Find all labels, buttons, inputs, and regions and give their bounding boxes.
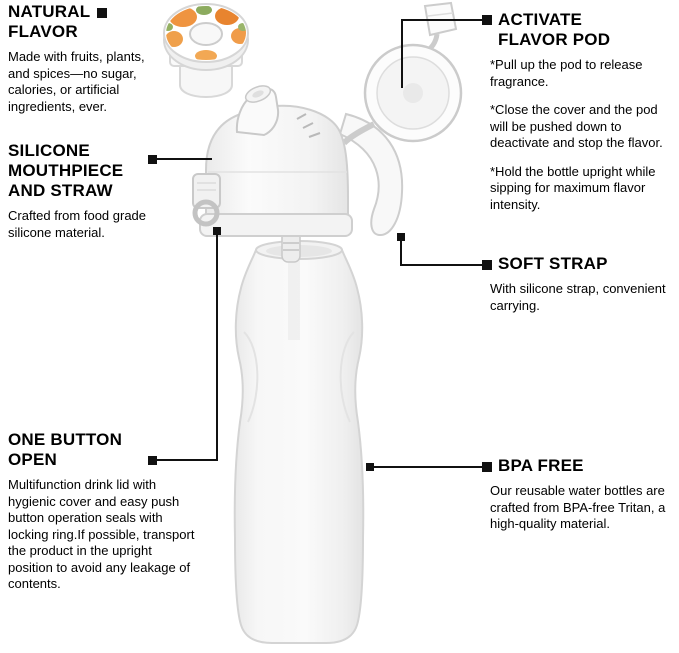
- connector-one-button-open: [148, 227, 221, 465]
- callout-title: NATURAL FLAVOR: [8, 2, 90, 41]
- lid-base-ring: [199, 213, 353, 237]
- callout-soft-strap: SOFT STRAP With silicone strap, convenie…: [490, 254, 672, 314]
- latch-ring: [192, 199, 220, 227]
- callout-title: ONE BUTTON OPEN: [8, 430, 123, 469]
- callout-activate-flavor-pod: ACTIVATE FLAVOR POD *Pull up the pod to …: [490, 10, 672, 213]
- callout-description: Crafted from food grade silicone materia…: [8, 208, 147, 240]
- connectors: [97, 8, 492, 472]
- connector-silicone-mouthpiece: [148, 155, 212, 164]
- callout-silicone-mouthpiece: SILICONE MOUTHPIECE AND STRAW Crafted fr…: [8, 141, 172, 241]
- callout-description: Made with fruits, plants, and spices—no …: [8, 49, 145, 114]
- callout-title: ACTIVATE FLAVOR POD: [498, 10, 611, 49]
- mouthpiece-spout: [235, 85, 280, 137]
- callout-description: With silicone strap, convenient carrying…: [490, 281, 666, 313]
- bottle-body: [233, 240, 365, 644]
- callout-natural-flavor: NATURAL FLAVOR Made with fruits, plants,…: [8, 2, 166, 115]
- pod-ring: [163, 3, 249, 71]
- callout-one-button-open: ONE BUTTON OPEN Multifunction drink lid …: [8, 430, 198, 593]
- bottle-contour-line: [243, 331, 259, 423]
- flavor-pod: [163, 3, 249, 99]
- marker-natural-flavor: [97, 8, 107, 18]
- connector-soft-strap: [397, 233, 492, 270]
- pod-fruit-pattern: [166, 6, 246, 60]
- connector-bpa-free: [366, 462, 492, 472]
- callout-title: SILICONE MOUTHPIECE AND STRAW: [8, 141, 124, 200]
- callout-title: SOFT STRAP: [498, 254, 608, 273]
- connector-activate-flavor-pod: [401, 15, 492, 88]
- callout-title: BPA FREE: [498, 456, 584, 475]
- vent-marks: [296, 113, 321, 138]
- callout-paragraph: *Pull up the pod to release fragrance.: [490, 57, 643, 89]
- callout-paragraph: *Close the cover and the pod will be pus…: [490, 102, 663, 150]
- bottle-lid: [192, 85, 353, 237]
- lock-latch: [192, 173, 221, 227]
- pod-ring-hole: [189, 22, 223, 46]
- callout-description: Our reusable water bottles are crafted f…: [490, 483, 666, 531]
- flip-cover: [341, 1, 463, 146]
- bottle-contour-line: [339, 331, 355, 423]
- strap: [338, 112, 404, 236]
- cover-hinge-arm: [341, 121, 376, 146]
- callout-description: Multifunction drink lid with hygienic co…: [8, 477, 195, 591]
- callout-paragraph: *Hold the bottle upright while sipping f…: [490, 163, 656, 212]
- callout-bpa-free: BPA FREE Our reusable water bottles are …: [490, 456, 672, 533]
